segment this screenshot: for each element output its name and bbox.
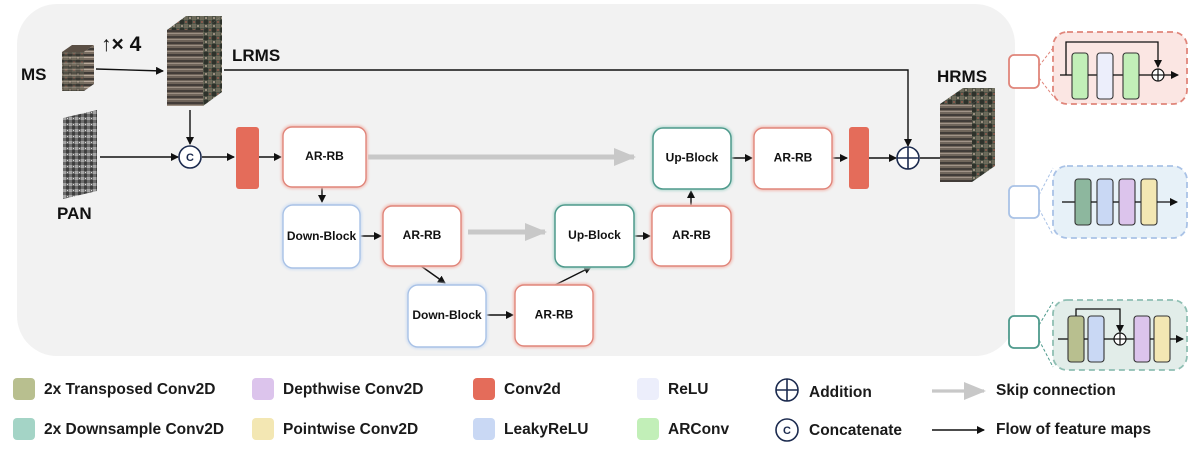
arrb-block-3: AR-RB <box>513 283 595 348</box>
lrms-image-cube <box>167 16 222 106</box>
legend-swatch-relu <box>637 378 659 400</box>
conv2d-block-input <box>236 127 259 189</box>
arrb-block-4-label: AR-RB <box>672 228 711 242</box>
main-panel <box>17 4 1015 356</box>
down-block-1: Down-Block <box>281 203 362 270</box>
leakyrelu-layer <box>1096 178 1114 226</box>
flow-arrow <box>224 69 912 147</box>
concat-symbol: C <box>178 145 202 169</box>
arrb-block-4: AR-RB <box>650 204 733 268</box>
depthwise-layer <box>1133 315 1151 363</box>
svg-text:C: C <box>783 425 791 437</box>
conv2d-block-output <box>849 127 869 189</box>
arrb-block-5-label: AR-RB <box>774 151 813 165</box>
addition-symbol <box>896 146 920 170</box>
legend-label-depthwise: Depthwise Conv2D <box>283 381 423 398</box>
legend-label-concatenate: Concatenate <box>809 422 902 439</box>
legend-label-arconv: ARConv <box>668 421 730 438</box>
pointwise-layer <box>1140 178 1158 226</box>
skip-arrows <box>368 148 636 241</box>
up-block-1-label: Up-Block <box>568 228 621 242</box>
down-block-2-label: Down-Block <box>412 308 482 322</box>
hrms-label: HRMS <box>937 67 987 86</box>
pointwise-layer <box>1153 315 1171 363</box>
down-block-key-box <box>1008 185 1040 219</box>
flow-arrows <box>95 66 940 319</box>
legend-label-flow: Flow of feature maps <box>996 421 1151 438</box>
arconv-layer <box>1071 52 1089 100</box>
arrb-block-3-label: AR-RB <box>535 308 574 322</box>
legend-label-pointwise: Pointwise Conv2D <box>283 421 418 438</box>
up-block-2-label: Up-Block <box>666 151 719 165</box>
flow-arrow <box>554 266 592 286</box>
flow-arrow <box>95 66 164 75</box>
up-block-detail-panel <box>1008 299 1188 371</box>
leakyrelu-layer <box>1087 315 1105 363</box>
flow-arrow <box>420 265 446 284</box>
relu-layer <box>1096 52 1114 100</box>
legend-swatch-downsample <box>13 418 35 440</box>
arrb-block-2: AR-RB <box>381 204 463 268</box>
downsample-layer <box>1074 178 1092 226</box>
concat-symbol-label: C <box>186 152 194 164</box>
pan-label: PAN <box>57 204 92 223</box>
legend-swatch-arconv <box>637 418 659 440</box>
arrb-block-2-label: AR-RB <box>403 228 442 242</box>
legend-label-skip: Skip connection <box>996 382 1116 399</box>
pan-image <box>63 110 97 199</box>
arrb-detail-panel <box>1008 31 1188 105</box>
legend-label-downsample: 2x Downsample Conv2D <box>44 421 224 438</box>
legend-swatch-depthwise <box>252 378 274 400</box>
legend-concat-icon: C <box>775 418 799 442</box>
arrb-block-5: AR-RB <box>752 126 834 191</box>
arrb-block-1-label: AR-RB <box>305 149 344 163</box>
legend-label-transposed: 2x Transposed Conv2D <box>44 381 215 398</box>
down-block-1-label: Down-Block <box>287 229 357 243</box>
down-block-detail-panel <box>1008 165 1188 239</box>
legend-addition-icon <box>775 378 799 402</box>
arconv-layer <box>1122 52 1140 100</box>
legend-swatch-conv2d <box>473 378 495 400</box>
legend-label-conv2d: Conv2d <box>504 381 561 398</box>
depthwise-layer <box>1118 178 1136 226</box>
transposed-layer <box>1067 315 1085 363</box>
lrms-label: LRMS <box>232 46 280 65</box>
ms-label: MS <box>21 65 47 84</box>
down-block-2: Down-Block <box>406 283 488 349</box>
legend: 2x Transposed Conv2D Depthwise Conv2D Co… <box>13 378 1151 442</box>
legend-label-relu: ReLU <box>668 381 708 398</box>
upscale-label: ↑× 4 <box>101 33 142 56</box>
legend-swatch-transposed <box>13 378 35 400</box>
legend-swatch-pointwise <box>252 418 274 440</box>
up-block-1: Up-Block <box>553 203 636 269</box>
legend-label-addition: Addition <box>809 384 872 401</box>
hrms-image-cube <box>940 88 995 182</box>
ms-image-cube <box>62 45 94 91</box>
legend-swatch-leakyrelu <box>473 418 495 440</box>
up-block-2: Up-Block <box>651 126 733 191</box>
arrb-block-1: AR-RB <box>281 125 368 189</box>
legend-label-leakyrelu: LeakyReLU <box>504 421 588 438</box>
arrb-key-box <box>1008 54 1040 89</box>
up-block-key-box <box>1008 315 1040 349</box>
